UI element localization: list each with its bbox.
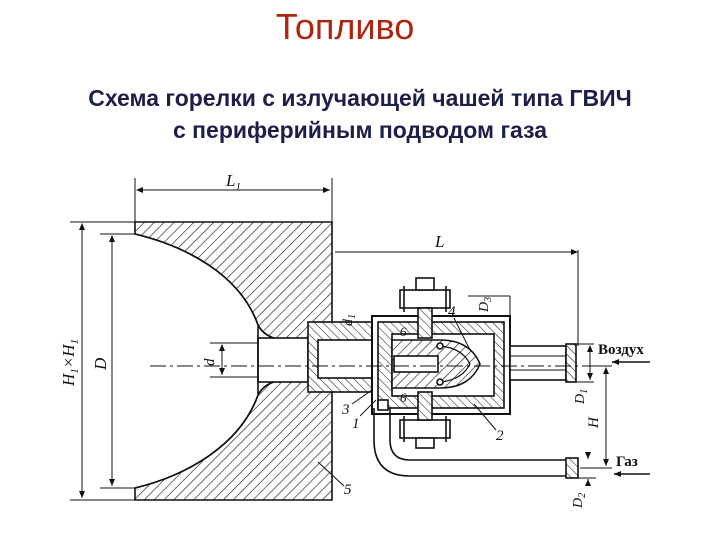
dim-D2: D2 [571,493,588,509]
dim-d: d [202,358,218,366]
subtitle-line-1: Схема горелки с излучающей чашей типа ГВ… [88,85,632,111]
dimension-lines [70,178,612,501]
upper-flange [399,277,451,339]
dim-D: D [91,357,110,371]
gas-label: Газ [616,454,638,470]
gas-pipe [373,399,579,479]
callout-1: 1 [352,416,360,432]
dim-D3: D3 [477,297,494,313]
callout-numbers: 1 2 3 4 5 6 6 [341,304,504,498]
callout-2: 2 [496,428,504,444]
callout-6-upper: 6 [400,324,407,339]
air-label: Воздух [598,342,644,358]
callout-leaders [317,317,497,487]
air-inlet-pipe [509,343,577,383]
subtitle-line-2: с периферийным подводом газа [172,117,548,143]
slide-title: Топливо [275,6,415,47]
lower-flange [399,391,451,449]
dim-L1: L1 [225,171,241,193]
callout-6-lower: 6 [400,390,407,405]
dim-L: L [434,232,444,251]
dimension-labels: L1 L H1×H1 D d d1 D3 D1 H D2 [59,171,602,509]
dim-d1: d1 [341,314,358,326]
dim-D1: D1 [573,389,590,405]
mixer-housing [371,315,511,415]
callout-5: 5 [344,482,352,498]
callout-3: 3 [341,402,350,418]
slide-subtitle: Схема горелки с излучающей чашей типа ГВ… [0,82,720,146]
dim-H: H [586,416,602,429]
callout-4: 4 [448,304,456,320]
dim-H1xH1: H1×H1 [59,339,81,387]
